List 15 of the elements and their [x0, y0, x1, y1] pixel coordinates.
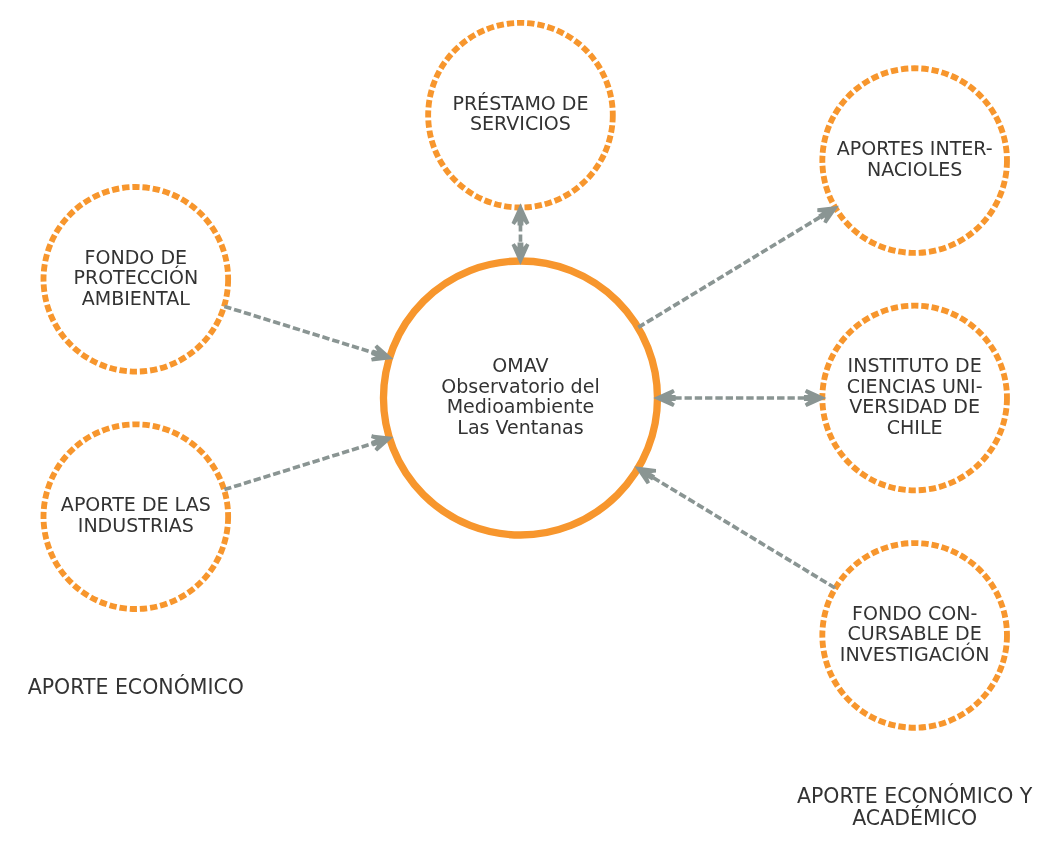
label: APORTE ECONÓMICO	[27, 674, 244, 699]
node-circle: PRÉSTAMO DE SERVICIOS	[425, 19, 616, 210]
arrow	[223, 433, 391, 491]
arrow	[655, 388, 824, 407]
node-circle: FONDO CON- CURSABLE DE INVESTIGACIÓN	[819, 539, 1010, 731]
node-circle: APORTES INTER- NACIOLES	[819, 64, 1010, 256]
node-circle: APORTE DE LAS INDUSTRIAS	[40, 420, 232, 612]
arrow	[223, 304, 391, 362]
node-circle: FONDO DE PROTECCIÓN AMBIENTAL	[40, 183, 232, 375]
arrow	[511, 205, 530, 262]
node-circle: OMAV Observatorio del Medioambiente Las Ventanas	[379, 256, 662, 539]
node-circle: INSTITUTO DE CIENCIAS UNI- VERSIDAD DE CHILE	[819, 302, 1010, 493]
label: APORTE ECONÓMICO Y ACADÉMICO	[796, 783, 1033, 830]
arrow	[637, 205, 837, 329]
arrow	[636, 466, 836, 590]
